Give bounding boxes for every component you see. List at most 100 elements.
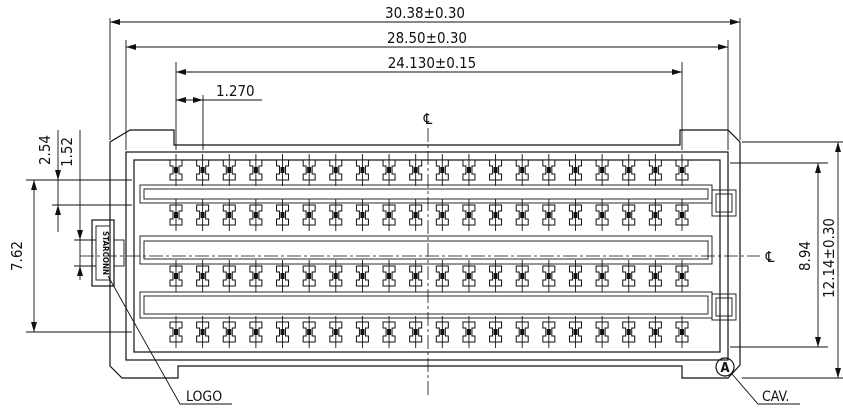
- overall-width-dimension: 30.38±0.30: [385, 4, 465, 22]
- contact-pin: [222, 316, 236, 348]
- logo-tab: STARCONN: [91, 219, 125, 287]
- contact-pin: [276, 154, 290, 186]
- contact-pin: [462, 154, 476, 186]
- pin-span-dimension: 24.130±0.15: [388, 54, 477, 72]
- horizontal-centerline-symbol: ℄: [765, 248, 775, 266]
- contact-pin: [568, 316, 582, 348]
- contact-pin: [355, 260, 369, 292]
- contact-pin: [302, 260, 316, 292]
- contact-pin: [435, 199, 449, 231]
- contact-pin: [489, 199, 503, 231]
- contact-pin: [568, 154, 582, 186]
- contact-pin: [675, 154, 689, 186]
- contact-pin: [249, 260, 263, 292]
- contact-pin: [302, 316, 316, 348]
- inner-width-dimension: 28.50±0.30: [387, 29, 467, 47]
- contact-pin: [435, 316, 449, 348]
- contact-pin: [355, 199, 369, 231]
- contact-pin: [542, 316, 556, 348]
- contact-pin: [196, 316, 210, 348]
- contact-pin: [462, 316, 476, 348]
- top-dimensions: 30.38±0.30 28.50±0.30 24.130±0.15 1.270: [109, 4, 741, 150]
- contact-pin: [568, 199, 582, 231]
- contact-pin: [435, 260, 449, 292]
- contact-pin: [489, 316, 503, 348]
- contact-pin: [409, 316, 423, 348]
- contact-pin: [675, 199, 689, 231]
- contact-pin: [462, 199, 476, 231]
- row-pitch-dimension: 2.54: [36, 135, 54, 165]
- contact-pin: [276, 260, 290, 292]
- contact-pin: [648, 260, 662, 292]
- vertical-centerline-symbol: ℄: [423, 110, 433, 128]
- contact-pin: [648, 316, 662, 348]
- contact-pin: [595, 316, 609, 348]
- contact-pin: [169, 199, 183, 231]
- contact-pin: [276, 199, 290, 231]
- contact-pin: [435, 154, 449, 186]
- contact-pin: [249, 316, 263, 348]
- contact-pin: [382, 316, 396, 348]
- contact-pin: [409, 199, 423, 231]
- right-latch-features: [711, 189, 737, 321]
- contact-pin: [355, 316, 369, 348]
- contact-pin: [329, 199, 343, 231]
- contact-pin: [222, 260, 236, 292]
- center-lines: ℄ ℄: [80, 110, 775, 398]
- contact-pin: [329, 154, 343, 186]
- right-dimensions: 8.94 12.14±0.30: [730, 141, 843, 379]
- contact-pin: [302, 199, 316, 231]
- contact-pin: [222, 199, 236, 231]
- contact-pin: [595, 199, 609, 231]
- contact-pin: [675, 316, 689, 348]
- contact-pin: [222, 154, 236, 186]
- contact-pin: [622, 260, 636, 292]
- offset-dimension: 1.52: [58, 137, 76, 167]
- logo-callout: LOGO: [186, 389, 222, 405]
- contact-pin: [462, 260, 476, 292]
- contact-pin: [568, 260, 582, 292]
- contact-pin: [622, 154, 636, 186]
- contact-pin: [169, 154, 183, 186]
- contact-pin: [675, 260, 689, 292]
- contact-pin: [249, 199, 263, 231]
- contact-pin: [515, 316, 529, 348]
- contact-pin: [382, 154, 396, 186]
- logo-text: STARCONN: [101, 231, 110, 275]
- contact-pins: [169, 154, 689, 348]
- contact-pin: [329, 260, 343, 292]
- contact-pin: [276, 316, 290, 348]
- contact-pin: [249, 154, 263, 186]
- callouts: LOGO A CAV.: [107, 275, 800, 405]
- contact-pin: [489, 260, 503, 292]
- body-inner-dimension: 8.94: [796, 241, 814, 271]
- contact-pin: [515, 154, 529, 186]
- contact-pin: [595, 260, 609, 292]
- contact-pin: [302, 154, 316, 186]
- contact-pin: [409, 260, 423, 292]
- contact-pin: [169, 316, 183, 348]
- left-dimensions: 7.62 2.54 1.52: [8, 130, 132, 333]
- contact-pin: [355, 154, 369, 186]
- cavity-marker: A: [720, 361, 729, 376]
- contact-pin: [542, 260, 556, 292]
- contact-pin: [648, 154, 662, 186]
- contact-pin: [196, 154, 210, 186]
- contact-pin: [515, 199, 529, 231]
- contact-pin: [542, 154, 556, 186]
- contact-pin: [196, 199, 210, 231]
- contact-pin: [595, 154, 609, 186]
- contact-pin: [329, 316, 343, 348]
- pitch-dimension: 1.270: [216, 82, 255, 100]
- cavity-callout: CAV.: [762, 389, 789, 405]
- contact-pin: [648, 199, 662, 231]
- contact-pin: [409, 154, 423, 186]
- contact-pin: [542, 199, 556, 231]
- contact-pin: [196, 260, 210, 292]
- row-span-dimension: 7.62: [8, 241, 26, 271]
- contact-pin: [382, 260, 396, 292]
- contact-pin: [169, 260, 183, 292]
- contact-pin: [489, 154, 503, 186]
- contact-pin: [622, 316, 636, 348]
